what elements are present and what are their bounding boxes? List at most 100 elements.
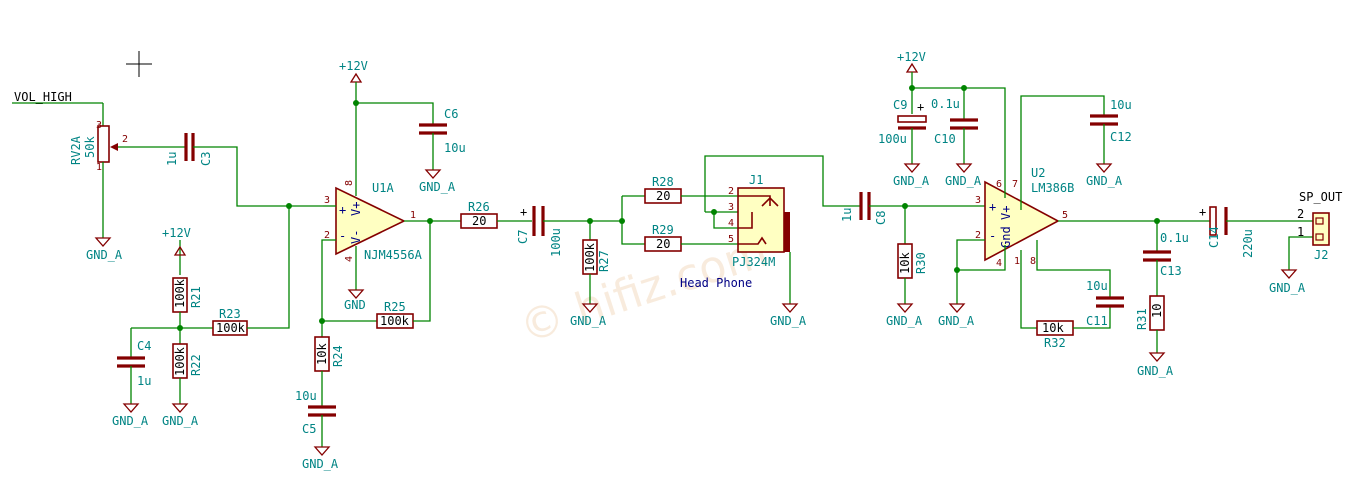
c5-value: 10u (295, 389, 317, 403)
u1a-pin2: 2 (324, 230, 330, 241)
c6-ref: C6 (444, 107, 458, 121)
u2-amplifier[interactable]: + - Gnd V+ 3 2 5 6 4 7 1 8 U2 LM386B (975, 166, 1074, 269)
gnd-a-label: GND_A (893, 174, 930, 188)
v12-power-symbol: +12V (339, 59, 368, 83)
c10-capacitor[interactable]: 0.1u C10 (931, 97, 978, 146)
gnd-a-symbol: GND_A (162, 403, 199, 428)
r29-resistor[interactable]: 20 R29 (644, 223, 682, 252)
gnd-a-label: GND_A (112, 414, 149, 428)
r21-resistor[interactable]: 100k R21 (172, 277, 203, 313)
gnd-a-symbol: GND_A (112, 403, 149, 428)
u1a-opamp[interactable]: + - V+ V- 3 2 1 8 4 U1A NJM4556A (324, 180, 423, 262)
r27-resistor[interactable]: 100k R27 (582, 239, 611, 275)
j1-pin5: 5 (728, 234, 734, 245)
r26-ref: R26 (468, 200, 490, 214)
c14-plus: + (1199, 205, 1206, 219)
c4-ref: C4 (137, 339, 151, 353)
c12-capacitor[interactable]: 10u C12 (1090, 98, 1132, 144)
c10-ref: C10 (934, 132, 956, 146)
c9-capacitor[interactable]: + C9 100u (878, 98, 927, 146)
c5-ref: C5 (302, 422, 316, 436)
j2-ref: J2 (1314, 248, 1328, 262)
gnd-a-symbol: GND_A (1269, 269, 1306, 295)
c12-value: 10u (1110, 98, 1132, 112)
gnd-a-symbol: GND_A (419, 169, 456, 194)
c7-capacitor[interactable]: + C7 100u (516, 205, 563, 257)
gnd-a-symbol: GND_A (893, 163, 930, 188)
v12-power-symbol: +12V (897, 50, 926, 73)
r23-ref: R23 (219, 307, 241, 321)
j1-headphone-jack[interactable]: J1 2 3 4 5 PJ324M (728, 173, 790, 269)
r23-resistor[interactable]: 100k R23 (212, 307, 248, 336)
crosshair-cursor-icon (126, 51, 152, 77)
r22-value: 100k (173, 346, 187, 376)
c11-capacitor[interactable]: 10u C11 (1086, 279, 1124, 328)
r24-resistor[interactable]: 10k R24 (314, 336, 345, 372)
u1a-minus: - (339, 229, 346, 243)
r30-resistor[interactable]: 10k R30 (897, 243, 928, 279)
c8-capacitor[interactable]: 1u C8 (840, 192, 888, 225)
gnd-a-symbol: GND_A (770, 303, 807, 328)
sp-out-label: SP_OUT (1299, 190, 1342, 204)
gnd-a-label: GND_A (302, 457, 339, 471)
u2-pin3: 3 (975, 195, 981, 206)
c13-ref: C13 (1160, 264, 1182, 278)
gnd-a-label: GND_A (419, 180, 456, 194)
u2-pin5: 5 (1062, 210, 1068, 221)
rv2a-value: 50k (83, 136, 97, 158)
r32-ref: R32 (1044, 336, 1066, 350)
r30-ref: R30 (914, 252, 928, 274)
j1-value: PJ324M (732, 255, 775, 269)
head-phone-label: Head Phone (680, 276, 752, 290)
r32-resistor[interactable]: 10k R32 (1036, 320, 1074, 350)
u2-ref: U2 (1031, 166, 1045, 180)
j2-pin2: 2 (1297, 207, 1304, 221)
c4-capacitor[interactable]: C4 1u (117, 339, 151, 388)
r22-resistor[interactable]: 100k R22 (172, 343, 203, 379)
gnd-a-label: GND_A (1269, 281, 1306, 295)
rv2a-potentiometer[interactable]: 3 2 1 RV2A 50k (69, 120, 128, 173)
r25-value: 100k (380, 314, 410, 328)
vol-high-net[interactable]: VOL_HIGH (12, 90, 104, 126)
u1a-pin8: 8 (344, 180, 355, 186)
gnd-a-symbol: GND_A (86, 237, 123, 262)
r31-resistor[interactable]: 10 R31 (1135, 295, 1165, 331)
u1a-vp-label: V+ (349, 202, 363, 216)
rv2a-ref: RV2A (69, 135, 83, 165)
r32-value: 10k (1042, 321, 1064, 335)
gnd-a-label: GND_A (886, 314, 923, 328)
r26-resistor[interactable]: 20 R26 (460, 200, 498, 229)
r31-value: 10 (1150, 304, 1164, 318)
gnd-a-symbol: GND_A (1137, 352, 1174, 378)
c5-capacitor[interactable]: 10u C5 (295, 389, 336, 436)
gnd-a-symbol: GND_A (302, 446, 339, 471)
r24-value: 10k (315, 343, 329, 365)
c6-capacitor[interactable]: C6 10u (419, 107, 466, 155)
r25-resistor[interactable]: 100k R25 (376, 300, 414, 329)
r28-resistor[interactable]: 20 R28 (644, 175, 682, 204)
c10-value: 0.1u (931, 97, 960, 111)
v12-label: +12V (897, 50, 926, 64)
j1-ref: J1 (749, 173, 763, 187)
u2-pin2: 2 (975, 230, 981, 241)
r29-value: 20 (656, 237, 670, 251)
c7-value: 100u (549, 228, 563, 257)
gnd-a-label: GND_A (1137, 364, 1174, 378)
gnd-a-label: GND_A (86, 248, 123, 262)
c4-value: 1u (137, 374, 151, 388)
r21-value: 100k (173, 278, 187, 308)
j2-speaker-connector[interactable]: 2 1 J2 (1297, 207, 1330, 262)
c14-value: 220u (1241, 229, 1255, 258)
r27-value: 100k (583, 242, 597, 272)
u2-plus: + (989, 200, 996, 214)
c14-capacitor[interactable]: + C14 220u (1199, 205, 1255, 258)
u1a-pin1: 1 (410, 210, 416, 221)
c3-capacitor[interactable]: 1u C3 (165, 133, 213, 166)
c8-value: 1u (840, 208, 854, 222)
c9-ref: C9 (893, 98, 907, 112)
u2-gnd-label: Gnd (999, 226, 1013, 248)
u1a-ref: U1A (372, 181, 394, 195)
u1a-pin4: 4 (344, 256, 355, 262)
u1a-vn-label: V- (349, 230, 363, 244)
c13-capacitor[interactable]: 0.1u C13 (1143, 231, 1189, 278)
